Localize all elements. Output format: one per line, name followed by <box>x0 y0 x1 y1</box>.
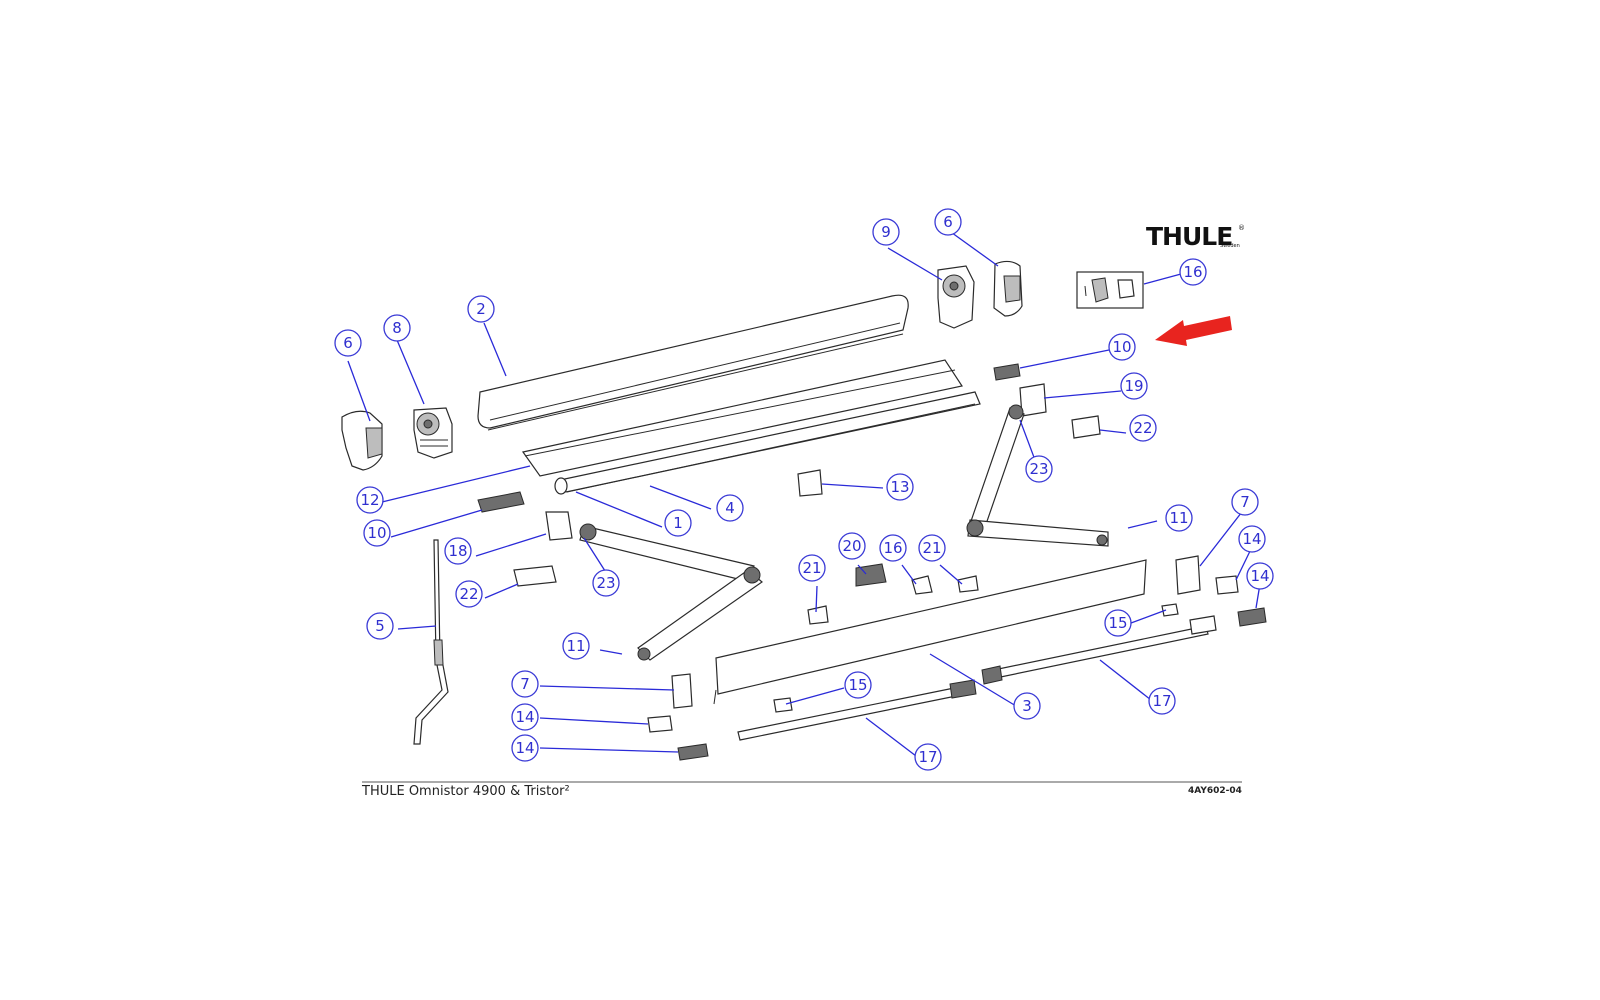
svg-text:5: 5 <box>375 617 385 635</box>
callouts: 6 8 2 9 6 16 10 19 22 23 12 1 4 13 10 18… <box>334 208 1274 771</box>
callout-7-right: 7 <box>1231 488 1259 516</box>
svg-text:11: 11 <box>566 637 585 655</box>
callout-11-left: 11 <box>562 632 590 660</box>
callout-23-right: 23 <box>1025 455 1053 483</box>
callout-15-right: 15 <box>1104 609 1132 637</box>
svg-text:19: 19 <box>1124 377 1143 395</box>
svg-text:6: 6 <box>943 213 953 231</box>
svg-text:15: 15 <box>1108 614 1127 632</box>
callout-9: 9 <box>872 218 900 246</box>
svg-text:18: 18 <box>448 542 467 560</box>
arm-fittings-right <box>993 363 1101 439</box>
svg-text:2: 2 <box>476 300 486 318</box>
callout-8: 8 <box>383 314 411 342</box>
callout-12: 12 <box>356 486 384 514</box>
callout-16-top: 16 <box>1179 258 1207 286</box>
crank-handle <box>413 539 449 745</box>
end-cap-right <box>993 260 1023 317</box>
svg-text:3: 3 <box>1022 697 1032 715</box>
callout-22-left: 22 <box>455 580 483 608</box>
callout-1: 1 <box>664 509 692 537</box>
diagram-title: THULE Omnistor 4900 & Tristor² <box>362 784 570 799</box>
svg-text:11: 11 <box>1169 509 1188 527</box>
svg-text:20: 20 <box>842 537 861 555</box>
svg-text:4: 4 <box>725 499 735 517</box>
svg-text:13: 13 <box>890 478 909 496</box>
callout-10-left: 10 <box>363 519 391 547</box>
callout-20: 20 <box>838 532 866 560</box>
callout-10-right: 10 <box>1108 333 1136 361</box>
callout-2: 2 <box>467 295 495 323</box>
end-cap-left <box>341 410 383 471</box>
svg-text:10: 10 <box>367 524 386 542</box>
roller-tube <box>554 391 981 495</box>
callout-7-left: 7 <box>511 670 539 698</box>
callout-21-left: 21 <box>798 554 826 582</box>
small-parts <box>797 469 979 625</box>
brand-registered-mark: ® <box>1238 224 1245 232</box>
red-arrow-icon <box>1155 316 1232 346</box>
svg-text:22: 22 <box>1133 419 1152 437</box>
callout-21-right: 21 <box>918 534 946 562</box>
support-bar-right <box>981 615 1217 685</box>
support-bar-left <box>737 679 977 741</box>
callout-14-left-b: 14 <box>511 734 539 762</box>
callout-14-left-a: 14 <box>511 703 539 731</box>
svg-text:23: 23 <box>596 574 615 592</box>
svg-text:16: 16 <box>883 539 902 557</box>
arm-left <box>579 523 763 661</box>
diagram-code: 4AY602-04 <box>1188 786 1242 796</box>
gear-housing-right <box>937 265 975 329</box>
arm-fittings-left <box>477 491 573 587</box>
callout-14-right-a: 14 <box>1238 525 1266 553</box>
callout-3: 3 <box>1013 692 1041 720</box>
svg-text:1: 1 <box>673 514 683 532</box>
brand-logo: THULE <box>1146 222 1233 251</box>
callout-17-right: 17 <box>1148 687 1176 715</box>
svg-text:14: 14 <box>515 708 534 726</box>
svg-text:7: 7 <box>520 675 530 693</box>
svg-text:6: 6 <box>343 334 353 352</box>
svg-text:9: 9 <box>881 223 891 241</box>
callout-6-left: 6 <box>334 329 362 357</box>
cassette-profile <box>477 294 909 431</box>
brand-sub-label: Sweden <box>1220 243 1240 249</box>
lower-brackets <box>647 555 1267 761</box>
svg-text:12: 12 <box>360 491 379 509</box>
front-profile <box>521 359 963 477</box>
callout-11-right: 11 <box>1165 504 1193 532</box>
leader-lines <box>347 229 1261 757</box>
svg-text:15: 15 <box>848 676 867 694</box>
parts-box <box>1076 271 1144 309</box>
callout-18: 18 <box>444 537 472 565</box>
callout-16-mid: 16 <box>879 534 907 562</box>
callout-15-left: 15 <box>844 671 872 699</box>
svg-text:14: 14 <box>1242 530 1261 548</box>
svg-text:10: 10 <box>1112 338 1131 356</box>
callout-22-right: 22 <box>1129 414 1157 442</box>
callout-17-left: 17 <box>914 743 942 771</box>
svg-text:14: 14 <box>1250 567 1269 585</box>
svg-text:14: 14 <box>515 739 534 757</box>
callout-6-right: 6 <box>934 208 962 236</box>
callout-23-left: 23 <box>592 569 620 597</box>
svg-text:21: 21 <box>922 539 941 557</box>
svg-text:17: 17 <box>918 748 937 766</box>
svg-text:16: 16 <box>1183 263 1202 281</box>
callout-5: 5 <box>366 612 394 640</box>
svg-text:17: 17 <box>1152 692 1171 710</box>
gear-housing-left <box>413 407 453 459</box>
callout-4: 4 <box>716 494 744 522</box>
svg-text:7: 7 <box>1240 493 1250 511</box>
svg-text:22: 22 <box>459 585 478 603</box>
callout-13: 13 <box>886 473 914 501</box>
callout-19: 19 <box>1120 372 1148 400</box>
svg-text:23: 23 <box>1029 460 1048 478</box>
arm-right <box>966 404 1109 547</box>
svg-text:8: 8 <box>392 319 402 337</box>
callout-14-right-b: 14 <box>1246 562 1274 590</box>
front-lead-profile <box>713 559 1147 705</box>
svg-text:21: 21 <box>802 559 821 577</box>
